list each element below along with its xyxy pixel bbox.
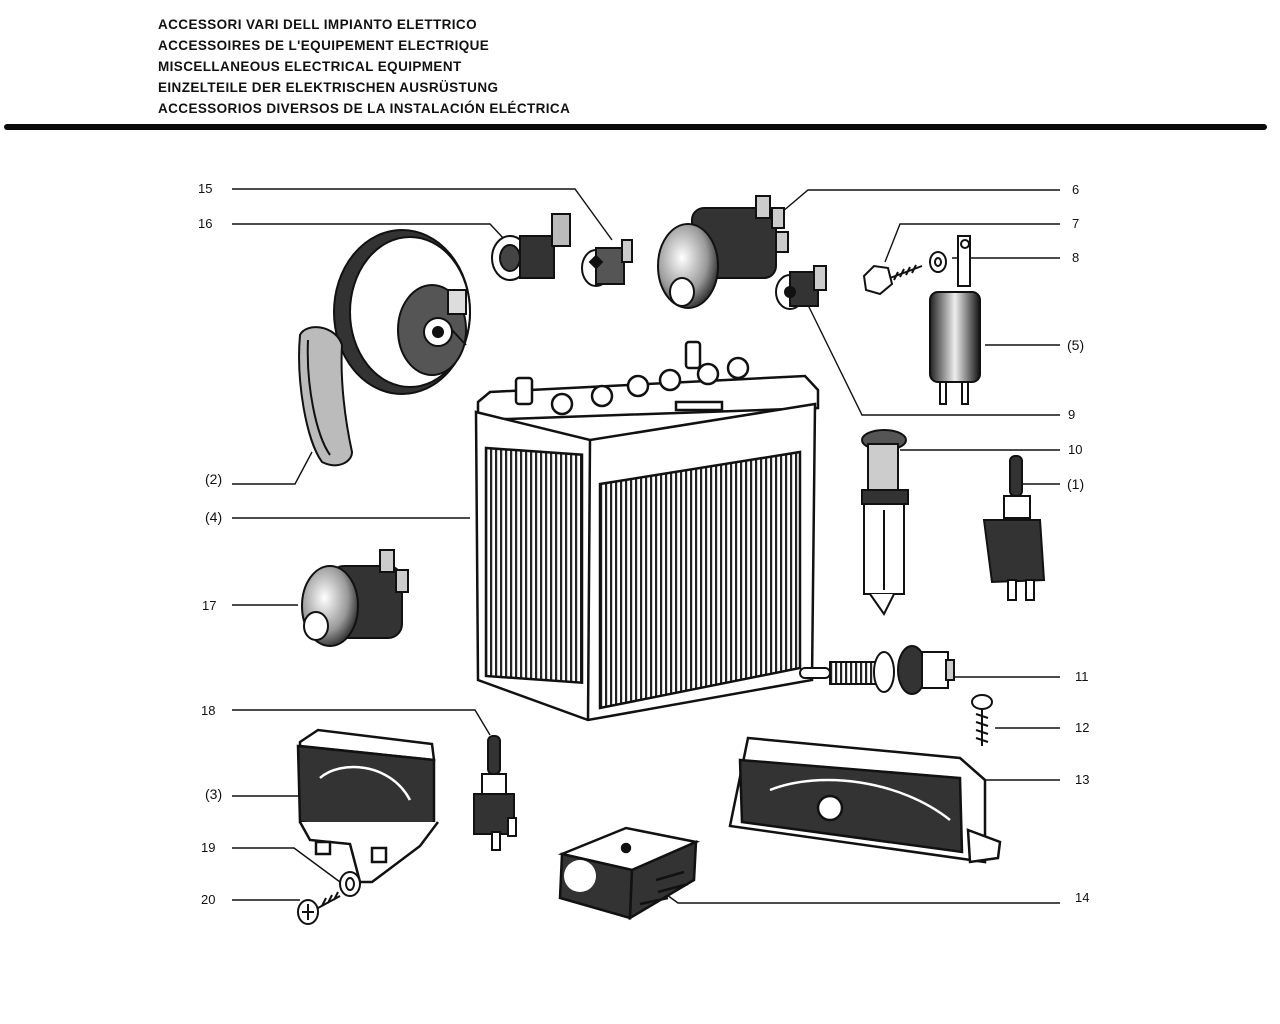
flasher-unit-5-drawing [929,235,981,405]
callout-15: 15 [198,181,212,196]
toggle-switch-18-drawing [473,735,517,851]
switch-17-drawing [301,549,409,647]
callout-12: 12 [1075,720,1089,735]
screw-20-drawing [297,891,341,925]
title-italian: ACCESSORI VARI DELL IMPIANTO ELETTRICO [158,17,477,32]
callout-16: 16 [198,216,212,231]
callout-7: 7 [1072,216,1079,231]
title-german: EINZELTEILE DER ELEKTRISCHEN AUSRÜSTUNG [158,80,499,95]
stop-switch-11-drawing [799,645,955,695]
callout-17: 17 [202,598,216,613]
screw-12-drawing [971,694,993,746]
callout-8: 8 [1072,250,1079,265]
callout-18: 18 [201,703,215,718]
callout-19: 19 [201,840,215,855]
washer-19-drawing [339,871,361,897]
callout-1: (1) [1067,476,1084,492]
callout-20: 20 [201,892,215,907]
header-rule [4,124,1267,130]
screw-7-washer-8-drawing [862,251,947,296]
interior-lamp-13-drawing [728,736,1002,864]
callout-5: (5) [1067,337,1084,353]
bulb-holder-9-drawing [775,265,827,310]
title-french: ACCESSOIRES DE L'EQUIPEMENT ELECTRIQUE [158,38,490,53]
title-english: MISCELLANEOUS ELECTRICAL EQUIPMENT [158,59,462,74]
horn-drawing [298,229,471,467]
ignition-switch-6-drawing [657,195,789,309]
callout-10: 10 [1068,442,1082,457]
callout-3: (3) [205,786,222,802]
callout-6: 6 [1072,182,1079,197]
callout-11: 11 [1075,669,1089,684]
callout-9: 9 [1068,407,1075,422]
toggle-switch-1-drawing [982,455,1046,601]
cigar-lighter-10-drawing [861,429,909,616]
battery-4-drawing [474,340,820,722]
diagram-title-block: ACCESSORI VARI DELL IMPIANTO ELETTRICO A… [158,14,570,119]
socket-15-drawing [581,239,633,287]
callout-13: 13 [1075,772,1089,787]
callout-14: 14 [1075,890,1089,905]
relay-box-3-drawing [296,728,439,884]
callout-labels: 15 16 6 7 8 (5) 9 10 (1) (2) (4) 17 11 1… [198,181,1089,907]
box-14-drawing [557,826,701,921]
callout-2: (2) [205,471,222,487]
warning-lamp-16-drawing [491,213,571,281]
callout-4: (4) [205,509,222,525]
title-spanish: ACCESSORIOS DIVERSOS DE LA INSTALACIÓN E… [158,101,571,116]
